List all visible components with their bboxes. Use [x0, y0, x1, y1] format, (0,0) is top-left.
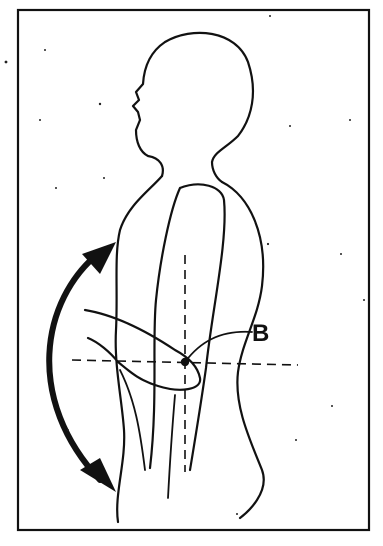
arm-outline: [150, 184, 225, 470]
thigh-line-back: [168, 395, 175, 498]
pelvis-band: [85, 310, 200, 390]
back-outline: [222, 182, 264, 518]
head-outline: [133, 33, 253, 182]
motion-arc-arrow: [49, 252, 100, 480]
point-label-b: B: [252, 320, 269, 347]
arrowhead-top: [82, 242, 116, 274]
